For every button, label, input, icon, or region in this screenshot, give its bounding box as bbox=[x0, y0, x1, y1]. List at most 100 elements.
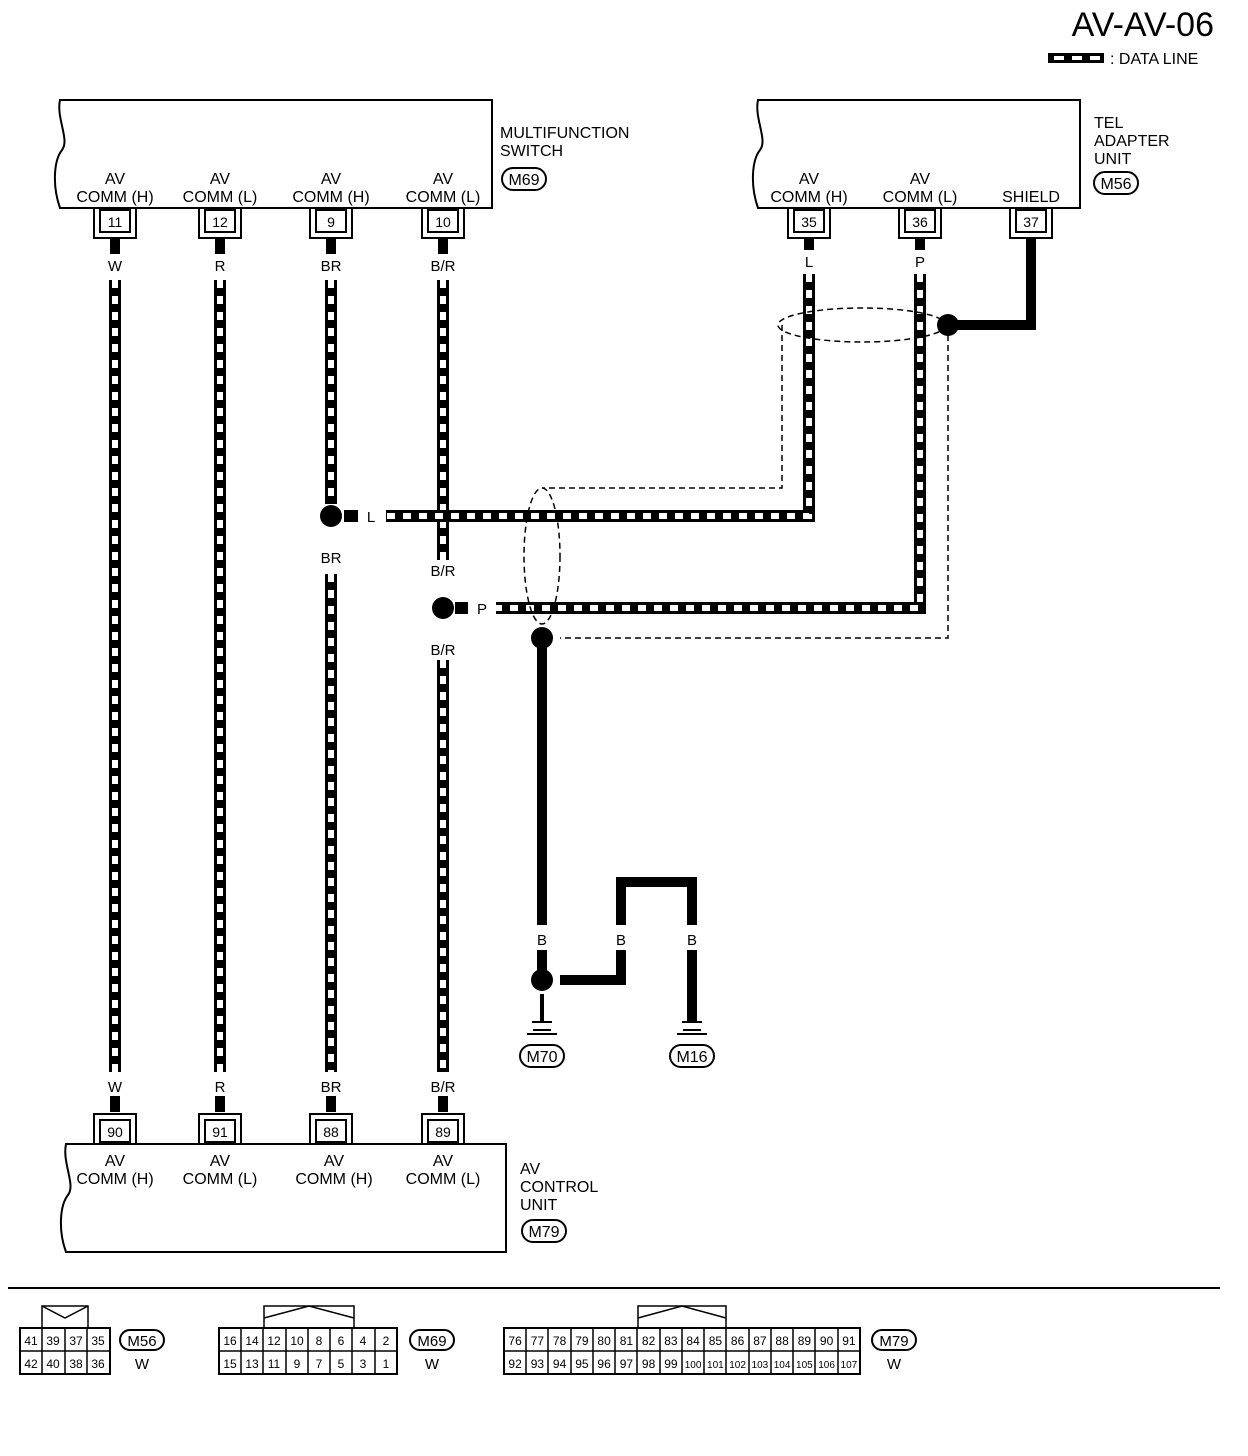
av-pin3-label-bottom: COMM (H) bbox=[295, 1171, 372, 1188]
svg-text:6: 6 bbox=[338, 1334, 345, 1348]
svg-text:11: 11 bbox=[268, 1357, 281, 1371]
m79-pin-cell: 95 bbox=[575, 1357, 589, 1371]
ground-icon-m70 bbox=[526, 1021, 558, 1035]
m79-pin-cell: 76 bbox=[508, 1334, 522, 1348]
svg-text:38: 38 bbox=[69, 1357, 83, 1371]
connector-view-m69-id: M69 bbox=[417, 1333, 446, 1350]
svg-text:2: 2 bbox=[383, 1334, 390, 1348]
m69-badge-label: M69 bbox=[508, 172, 539, 189]
av-pin3-label-top: AV bbox=[324, 1153, 344, 1170]
m79-pin-cell: 81 bbox=[620, 1334, 634, 1348]
wire-code-br-lower: B/R bbox=[430, 642, 455, 659]
m79-pin-cell: 103 bbox=[752, 1360, 769, 1371]
wire-code-br2-top: B/R bbox=[430, 258, 455, 275]
m79-pin-cell: 92 bbox=[508, 1357, 522, 1371]
svg-text:35: 35 bbox=[801, 214, 817, 230]
av-pin4-label-bottom: COMM (L) bbox=[406, 1171, 481, 1188]
connector-view-m79-color: W bbox=[887, 1356, 902, 1373]
svg-text:9: 9 bbox=[294, 1357, 301, 1371]
m79-pin-cell: 107 bbox=[841, 1360, 858, 1371]
m79-badge bbox=[521, 1219, 567, 1243]
m79-pin-cell: 84 bbox=[686, 1334, 700, 1348]
m16-badge-label: M16 bbox=[676, 1049, 707, 1066]
tel-pin3-label-bottom: SHIELD bbox=[1002, 189, 1060, 206]
wire-code-l-top: L bbox=[805, 254, 813, 271]
tel-pin1-label-bottom: COMM (H) bbox=[770, 189, 847, 206]
svg-text:90: 90 bbox=[107, 1124, 123, 1140]
av-control-name-2: CONTROL bbox=[520, 1179, 598, 1196]
av-terminal-89: 89 bbox=[421, 1113, 465, 1144]
m70-badge-label: M70 bbox=[526, 1049, 557, 1066]
legend-label: : DATA LINE bbox=[1110, 51, 1198, 68]
svg-text:12: 12 bbox=[267, 1334, 281, 1348]
m79-pin-cell: 100 bbox=[685, 1360, 702, 1371]
tel-pin1-label-top: AV bbox=[799, 171, 819, 188]
svg-text:5: 5 bbox=[338, 1357, 345, 1371]
av-control-unit-box bbox=[60, 1143, 507, 1253]
av-terminal-88: 88 bbox=[309, 1113, 353, 1144]
connector-view-m79-id: M79 bbox=[879, 1333, 908, 1350]
m79-pin-cell: 88 bbox=[775, 1334, 789, 1348]
splice-shield-tel bbox=[937, 314, 959, 336]
wire-code-r-top: R bbox=[215, 258, 226, 275]
mfs-pin3-label-top: AV bbox=[321, 171, 341, 188]
tel-pin2-label-top: AV bbox=[910, 171, 930, 188]
m79-pin-cell: 94 bbox=[553, 1357, 567, 1371]
tel-terminal-36: 36 bbox=[898, 208, 942, 239]
ground-icon-m16 bbox=[676, 1021, 708, 1035]
terminal-stubs bbox=[110, 238, 925, 1112]
av-terminal-91: 91 bbox=[198, 1113, 242, 1144]
shield-wires bbox=[537, 238, 1036, 1022]
connector-view-m56-color: W bbox=[135, 1356, 150, 1373]
svg-text:37: 37 bbox=[1023, 214, 1039, 230]
splice-shield-av bbox=[531, 627, 553, 649]
av-terminal-90: 90 bbox=[93, 1113, 137, 1144]
connector-view-m56-id: M56 bbox=[127, 1333, 156, 1350]
m79-pin-cell: 93 bbox=[531, 1357, 545, 1371]
m79-pin-cell: 99 bbox=[664, 1357, 678, 1371]
av-pin1-label-top: AV bbox=[105, 1153, 125, 1170]
m56-badge bbox=[1093, 171, 1139, 195]
tel-adapter-name-3: UNIT bbox=[1094, 151, 1132, 168]
m79-pin-cell: 97 bbox=[620, 1357, 634, 1371]
svg-text:35: 35 bbox=[91, 1334, 105, 1348]
m79-pin-cell: 83 bbox=[664, 1334, 678, 1348]
tel-pin2-label-bottom: COMM (L) bbox=[883, 189, 958, 206]
multifunction-switch-name-2: SWITCH bbox=[500, 143, 563, 160]
wire-code-l-horiz: L bbox=[367, 509, 375, 526]
mfs-terminal-9: 9 bbox=[309, 208, 353, 239]
m79-pin-cell: 86 bbox=[731, 1334, 745, 1348]
wire-code-p-top: P bbox=[915, 254, 925, 271]
m70-badge bbox=[519, 1044, 565, 1068]
wire-code-p-horiz: P bbox=[477, 601, 487, 618]
svg-text:88: 88 bbox=[323, 1124, 339, 1140]
m69-badge bbox=[501, 167, 547, 191]
av-pin1-label-bottom: COMM (H) bbox=[76, 1171, 153, 1188]
svg-text:11: 11 bbox=[108, 214, 123, 230]
m79-pin-cell: 80 bbox=[597, 1334, 611, 1348]
m79-pin-cell: 78 bbox=[553, 1334, 567, 1348]
m79-pin-cell: 77 bbox=[531, 1334, 545, 1348]
svg-text:3: 3 bbox=[360, 1357, 367, 1371]
m79-pin-cell: 85 bbox=[709, 1334, 723, 1348]
svg-text:12: 12 bbox=[212, 214, 228, 230]
svg-text:4: 4 bbox=[360, 1334, 367, 1348]
m79-pin-cell: 98 bbox=[642, 1357, 656, 1371]
splice-br-p bbox=[432, 597, 454, 619]
m79-pin-cell: 79 bbox=[575, 1334, 589, 1348]
m79-pin-cell: 105 bbox=[796, 1360, 813, 1371]
av-pin2-label-top: AV bbox=[210, 1153, 230, 1170]
mfs-terminal-11: 11 bbox=[93, 208, 137, 239]
connector-view-m69-color: W bbox=[425, 1356, 440, 1373]
m79-pin-cell: 82 bbox=[642, 1334, 656, 1348]
svg-text:14: 14 bbox=[245, 1334, 259, 1348]
wire-code-w-bottom: W bbox=[108, 1079, 123, 1096]
wire-code-w-top: W bbox=[108, 258, 123, 275]
mfs-pin3-label-bottom: COMM (H) bbox=[292, 189, 369, 206]
wire-code-br-bottom: BR bbox=[321, 1079, 342, 1096]
splice-br-l bbox=[320, 505, 342, 527]
tel-adapter-name-2: ADAPTER bbox=[1094, 133, 1170, 150]
mfs-pin2-label-top: AV bbox=[210, 171, 230, 188]
svg-text:15: 15 bbox=[223, 1357, 237, 1371]
